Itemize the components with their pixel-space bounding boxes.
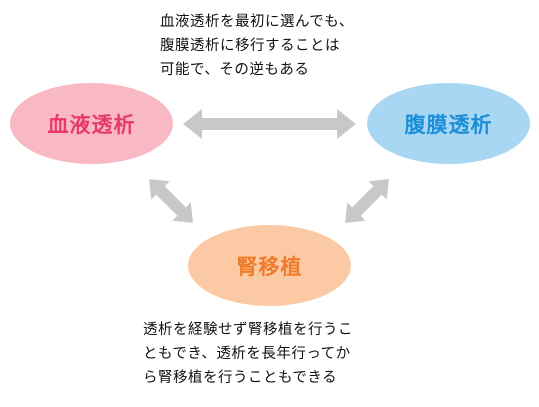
node-kidney-transplant: 腎移植 <box>188 225 351 306</box>
note-bottom-line: ともでき、透析を長年行ってか <box>143 346 351 362</box>
node-peritoneal-dialysis: 腹膜透析 <box>367 83 530 164</box>
node-hemodialysis-label: 血液透析 <box>47 112 136 137</box>
node-hemodialysis: 血液透析 <box>10 83 173 164</box>
note-top-line: 血液透析を最初に選んでも、 <box>160 14 354 30</box>
arrow-pd-kt <box>345 179 389 223</box>
arrow-hd-pd <box>183 109 356 139</box>
note-bottom-line: 透析を経験せず腎移植を行うこ <box>143 322 353 338</box>
note-transplant-timing: 透析を経験せず腎移植を行うこ ともでき、透析を長年行ってか ら腎移植を行うことも… <box>143 318 353 390</box>
note-top-line: 可能で、その逆もある <box>160 62 310 78</box>
note-switching-dialysis: 血液透析を最初に選んでも、 腹膜透析に移行することは 可能で、その逆もある <box>160 10 354 82</box>
note-top-line: 腹膜透析に移行することは <box>160 38 340 54</box>
note-bottom-line: ら腎移植を行うこともできる <box>143 370 338 386</box>
arrow-hd-kt <box>149 179 193 223</box>
node-peritoneal-dialysis-label: 腹膜透析 <box>404 112 493 137</box>
node-kidney-transplant-label: 腎移植 <box>236 254 303 279</box>
